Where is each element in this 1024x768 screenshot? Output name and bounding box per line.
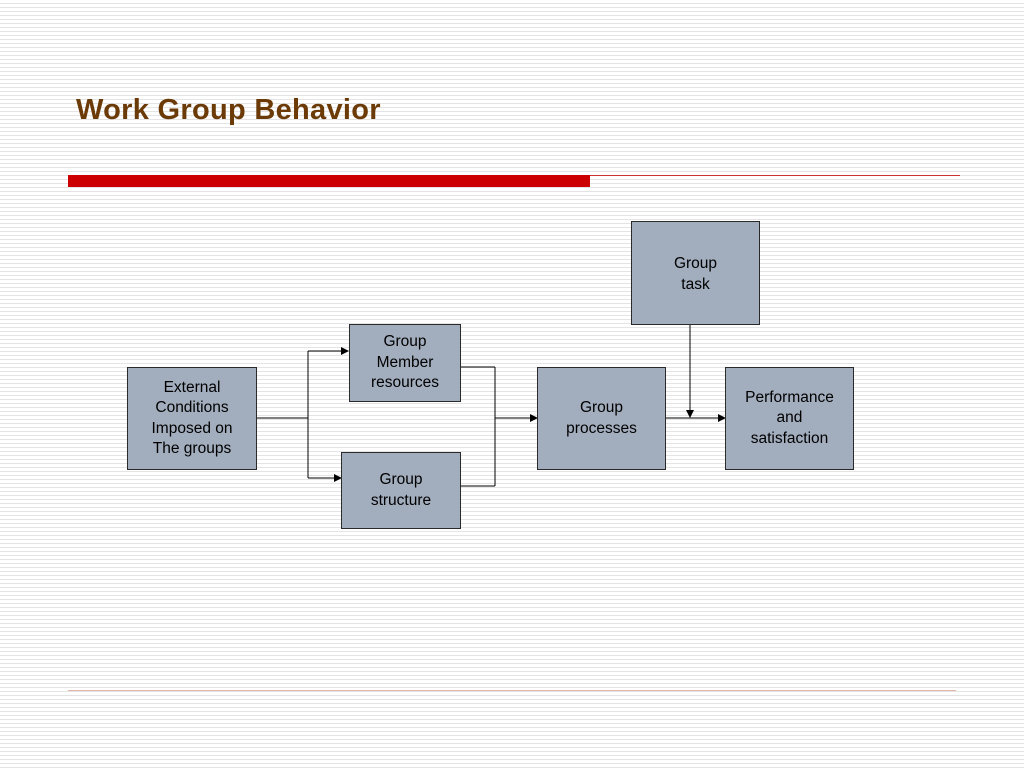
box-performance-satisfaction: Performance and satisfaction [725, 367, 854, 470]
box-group-task: Group task [631, 221, 760, 325]
group-task-label: Group task [673, 255, 718, 293]
title-accent-line [590, 175, 960, 176]
performance-satisfaction-label: Performance and satisfaction [745, 388, 834, 447]
external-conditions-label: External Conditions Imposed on The group… [151, 378, 233, 458]
box-group-member-resources: Group Member resources [349, 324, 461, 402]
box-group-processes: Group processes [537, 367, 666, 470]
box-external-conditions: External Conditions Imposed on The group… [127, 367, 257, 470]
group-processes-label: Group processes [566, 399, 637, 437]
box-group-structure: Group structure [341, 452, 461, 529]
group-member-resources-label: Group Member resources [370, 333, 440, 392]
title-accent-bar [68, 175, 590, 187]
slide-title: Work Group Behavior [76, 94, 381, 126]
group-structure-label: Group structure [370, 471, 432, 509]
footer-divider [68, 690, 956, 691]
